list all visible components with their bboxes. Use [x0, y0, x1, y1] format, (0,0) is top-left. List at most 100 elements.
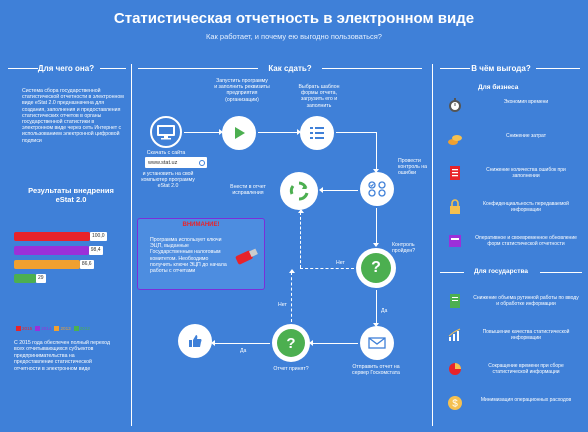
check-label: Провести контроль на ошибки [398, 158, 428, 177]
bar-row: 100,0 [14, 232, 107, 241]
play-icon [199, 159, 205, 166]
warning-title: ВНИМАНИЕ! [182, 222, 220, 228]
send-label: Отправить отчет на сервер Госкомстата [352, 364, 400, 377]
accepted-label: Отчет принят? [273, 366, 309, 372]
send-step [360, 326, 394, 360]
download-label: Скачать с сайта [146, 150, 186, 156]
coins-icon [444, 128, 466, 150]
no-path [300, 268, 354, 269]
flow-arrow [211, 340, 270, 346]
computer-step [150, 116, 182, 148]
launch-step [222, 116, 256, 150]
benefit-text: Экономия времени [503, 99, 549, 105]
column-heading-left: Для чего она? [37, 64, 95, 73]
bar-row: 86,6 [14, 260, 94, 269]
benefit-text: Минимизация операционных расходов [480, 397, 572, 403]
yes-label: Да [381, 308, 388, 314]
warning-text: Программа использует ключи ЭЦП, выданные… [150, 237, 227, 275]
business-title: Для бизнеса [478, 84, 519, 91]
legend-item: 2015 [16, 326, 32, 331]
dollar-coin-icon: $ [444, 392, 466, 414]
results-title: Результаты внедрения eStat 2.0 [28, 186, 114, 204]
control-decision: ? [356, 248, 396, 288]
page-subtitle: Как работает, и почему ею выгодно пользо… [206, 32, 382, 41]
checklist-icon [444, 162, 466, 184]
accepted-decision: ? [272, 324, 310, 362]
column-heading-middle: Как сдать? [268, 64, 312, 73]
legend-label: 2014 [41, 326, 52, 331]
no-path-arrow [289, 269, 295, 322]
flow-arrow [373, 208, 379, 247]
bar-2012 [14, 274, 37, 283]
legend-swatch [16, 326, 21, 331]
bar-value-label: 98,4 [88, 246, 103, 255]
choose-form-label: Выбрать шаблон формы отчета, загрузить е… [298, 84, 340, 109]
flow-arrow [309, 340, 358, 346]
thumbs-up-icon [189, 335, 202, 347]
legend-swatch [35, 326, 41, 331]
divider [440, 68, 470, 69]
play-icon [235, 127, 245, 139]
no-label-2: Нет [278, 302, 287, 308]
no-label: Нет [336, 260, 345, 266]
control-label: Контроль пройден? [392, 242, 416, 255]
legend-swatch [73, 326, 79, 331]
divider [322, 68, 422, 69]
question-icon: ? [277, 329, 305, 357]
computer-icon [157, 125, 175, 140]
refresh-icon [289, 181, 309, 201]
column-divider [131, 64, 132, 426]
svg-text:$: $ [452, 399, 458, 410]
column-divider [432, 64, 433, 426]
list-icon [310, 127, 324, 139]
bar-row: 98,4 [14, 246, 103, 255]
legend-label: 2013 [60, 326, 71, 331]
site-box[interactable]: www.stat.uz [145, 157, 207, 168]
divider [440, 272, 464, 273]
bar-2015 [14, 232, 90, 241]
envelope-icon [368, 337, 386, 349]
flow-arrow [373, 290, 379, 327]
benefit-text: Снижение количества ошибок при заполнени… [486, 167, 566, 179]
bar-2013 [14, 260, 80, 269]
divider [536, 68, 580, 69]
check-step [360, 172, 394, 206]
fix-step [280, 172, 318, 210]
growth-chart-icon [444, 324, 466, 346]
state-title: Для государства [474, 268, 528, 275]
flow-line [336, 132, 376, 133]
divider [138, 68, 258, 69]
legend-item: 2013 [54, 326, 71, 331]
flow-arrow [373, 132, 379, 173]
bar-value-label: 100,0 [90, 232, 107, 241]
usb-key-icon [235, 248, 258, 265]
question-icon: ? [361, 253, 391, 283]
legend-label: 2015 [22, 326, 33, 331]
legend-item: 2014 [35, 326, 51, 331]
benefit-text: Снижение затрат [505, 133, 546, 139]
site-url[interactable]: www.stat.uz [148, 159, 178, 166]
done-step [178, 324, 212, 358]
bar-value-label: 86,6 [79, 260, 94, 269]
benefit-text: Сокращение времени при сборе статистичес… [488, 363, 564, 375]
bar-value-label: 29 [36, 274, 46, 283]
divider [540, 272, 582, 273]
benefit-text: Конфиденциальность передаваемой информац… [483, 201, 569, 213]
system-description: Система сбора государственной статистиче… [22, 88, 124, 144]
pie-chart-icon [444, 358, 466, 380]
flow-arrow [258, 129, 301, 135]
page-title: Статистическая отчетность в электронном … [113, 10, 475, 27]
archive-icon [444, 230, 466, 252]
document-icon [444, 290, 466, 312]
benefit-text: Оперативное и своевременное обновление ф… [475, 235, 577, 247]
bar-2014 [14, 246, 89, 255]
legend-swatch [54, 326, 60, 331]
bar-row: 29 [14, 274, 46, 283]
divider [100, 68, 126, 69]
flow-arrow [319, 187, 358, 193]
form-step [300, 116, 334, 150]
checklist-icon [368, 181, 386, 197]
no-path-arrow [298, 209, 304, 268]
